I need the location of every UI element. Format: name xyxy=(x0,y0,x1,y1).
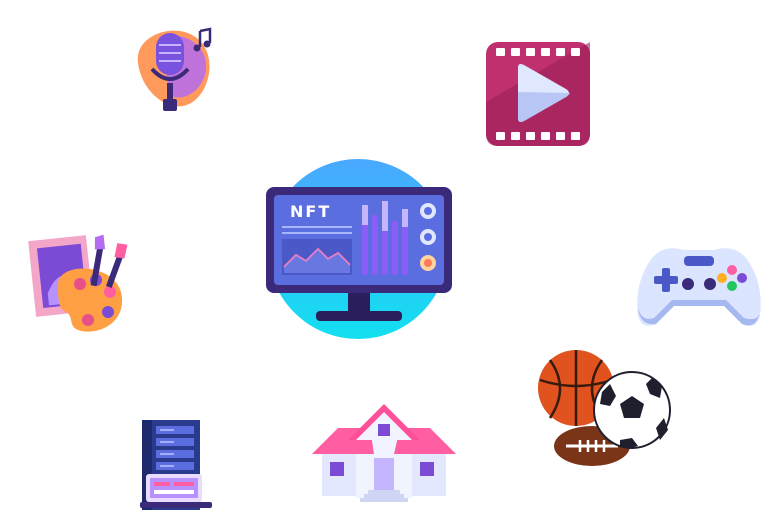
house-real-estate-icon xyxy=(308,400,460,504)
nft-monitor-icon: NFT xyxy=(262,155,454,345)
video-play-icon xyxy=(484,40,594,148)
sports-balls-icon xyxy=(536,348,676,470)
server-rack-icon xyxy=(136,418,216,511)
microphone-music-icon xyxy=(130,25,220,117)
monitor-nft-text: NFT xyxy=(290,202,331,221)
game-controller-icon xyxy=(634,238,764,330)
art-palette-icon xyxy=(28,232,138,342)
